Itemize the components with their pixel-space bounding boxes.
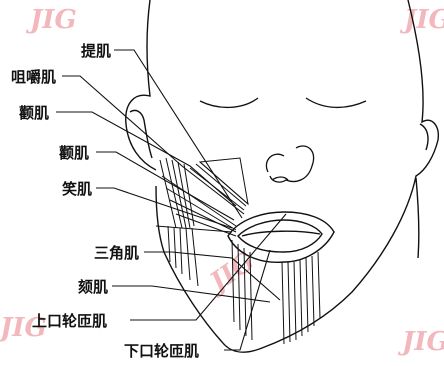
inner-lip: [238, 220, 322, 252]
leader-risorius: [96, 188, 232, 228]
watermark-top-left: JIG: [25, 5, 77, 35]
jaw-line: [156, 0, 438, 352]
watermark-bottom-right: JIG: [397, 327, 444, 357]
head-outline: [126, 0, 439, 352]
right-ear-inner: [420, 124, 428, 150]
neck-line: [416, 178, 419, 258]
label-levator: 提肌: [81, 42, 111, 60]
left-eye-icon: [200, 98, 258, 107]
right-eye-icon: [306, 98, 366, 107]
nose-icon: [266, 146, 313, 182]
label-zygomaticus-2: 颧肌: [59, 144, 89, 162]
label-masseter: 咀嚼肌: [11, 68, 56, 86]
label-zygomaticus-1: 颧肌: [19, 104, 49, 122]
label-lower-orbicularis: 下口轮匝肌: [124, 342, 199, 360]
leader-levator: [114, 50, 242, 218]
label-triangularis: 三角肌: [94, 244, 139, 262]
lip-line: [242, 231, 320, 236]
label-risorius: 笑肌: [62, 180, 92, 198]
eyes: [200, 98, 366, 107]
leader-mentalis: [112, 286, 270, 302]
label-mentalis: 颏肌: [78, 278, 108, 296]
label-upper-orbicularis: 上口轮匝肌: [32, 312, 107, 330]
watermark-top-right: JIG: [399, 5, 444, 35]
